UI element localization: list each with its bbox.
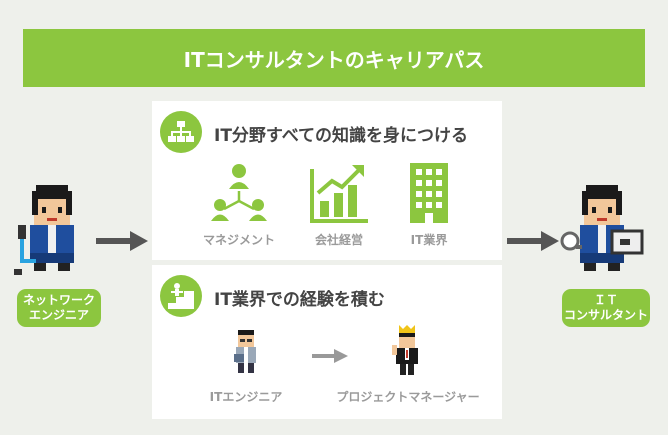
- it-engineer-label: ITエンジニア: [209, 390, 283, 404]
- experience-panel: IT業界での経験を積む ITエンジニア プロジェクトマネージャー: [152, 265, 502, 419]
- arrow-right-icon: [96, 231, 148, 251]
- management-business-label: 会社経営: [314, 233, 363, 247]
- knowledge-panel: IT分野すべての知識を身につける マネジメント 会社経営 IT業界: [152, 101, 502, 260]
- stairs-climb-icon: [160, 275, 202, 317]
- building-icon: [410, 163, 448, 223]
- it-consultant-line2: コンサルタント: [563, 308, 648, 322]
- knowledge-heading: IT分野すべての知識を身につける: [214, 126, 469, 146]
- it-industry-label: IT業界: [410, 233, 448, 247]
- arrow-right-small-icon: [312, 349, 348, 363]
- experience-heading: IT業界での経験を積む: [214, 290, 385, 310]
- growth-chart-icon: [310, 165, 368, 223]
- it-consultant-line1: ＩＴ: [593, 293, 618, 307]
- title-banner: ITコンサルタントのキャリアパス: [23, 29, 645, 87]
- arrow-right-icon: [507, 231, 559, 251]
- it-consultant-badge: ＩＴ コンサルタント: [562, 289, 650, 327]
- network-engineer-line2: エンジニア: [28, 308, 89, 322]
- it-engineer-figure: [234, 330, 256, 373]
- banner-title: ITコンサルタントのキャリアパス: [183, 47, 485, 72]
- team-hierarchy-icon: [211, 164, 267, 221]
- project-manager-figure: [392, 325, 418, 375]
- network-engineer-line1: ネットワーク: [22, 293, 95, 307]
- project-manager-label: プロジェクトマネージャー: [336, 390, 480, 404]
- network-engineer-figure: [14, 185, 74, 275]
- network-engineer-badge: ネットワーク エンジニア: [17, 289, 101, 327]
- it-consultant-figure: [560, 185, 644, 271]
- org-chart-icon: [160, 111, 202, 153]
- management-label: マネジメント: [202, 233, 275, 247]
